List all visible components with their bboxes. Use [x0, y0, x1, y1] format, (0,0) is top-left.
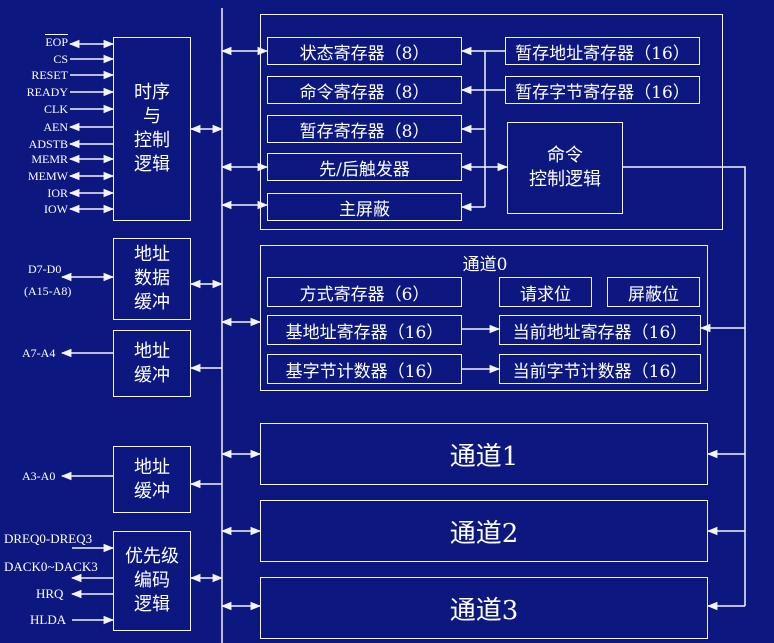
addr-buffer-b-label-2: 缓冲: [134, 480, 170, 502]
signal-ior: IOR: [47, 186, 68, 200]
base-address-register: 基地址寄存器（16）: [267, 315, 462, 345]
address-buffer-a3-a0: 地址 缓冲: [113, 446, 191, 513]
data-buffer-label-2: 数据: [134, 268, 170, 289]
timing-label-3: 控制: [134, 130, 170, 151]
signal-addr-high: (A15-A8): [24, 284, 72, 298]
command-control-logic: 命令 控制逻辑: [507, 122, 623, 214]
signal-ready: READY: [26, 85, 68, 99]
signal-addr-mid: A7-A4: [22, 346, 56, 360]
control-register-group: [260, 14, 723, 230]
timing-label-4: 逻辑: [134, 154, 170, 175]
base-count-register: 基字节计数器（16）: [267, 354, 462, 384]
signal-hrq: HRQ: [36, 586, 64, 601]
signal-hlda: HLDA: [30, 612, 67, 627]
channel-1-block: 通道1: [260, 423, 708, 485]
channel-2-block: 通道2: [260, 500, 708, 562]
signal-clk: CLK: [44, 102, 68, 116]
signal-data-bus: D7-D0: [28, 262, 62, 276]
cmd-ctrl-label-2: 控制逻辑: [529, 169, 601, 190]
data-buffer-label-3: 缓冲: [134, 292, 170, 313]
channel-3-block: 通道3: [260, 577, 708, 639]
cmd-ctrl-label-1: 命令: [547, 145, 583, 166]
status-register: 状态寄存器（8）: [267, 37, 462, 65]
address-data-buffer: 地址 数据 缓冲: [113, 238, 191, 320]
mode-register: 方式寄存器（6）: [267, 277, 462, 307]
priority-label-1: 优先级: [125, 546, 179, 567]
timing-label-2: 与: [143, 106, 161, 127]
priority-label-3: 逻辑: [134, 594, 170, 615]
addr-buffer-a-label-2: 缓冲: [134, 364, 170, 386]
timing-control-block: 时序 与 控制 逻辑: [113, 37, 191, 221]
current-address-register: 当前地址寄存器（16）: [499, 315, 701, 345]
signal-memw: MEMW: [28, 169, 68, 183]
priority-encoder-block: 优先级 编码 逻辑: [113, 531, 191, 631]
command-register: 命令寄存器（8）: [267, 76, 462, 104]
temporary-register: 暂存寄存器（8）: [267, 115, 462, 143]
signal-cs: CS: [53, 52, 68, 66]
channel-0-block: [260, 245, 708, 391]
temp-address-register: 暂存地址寄存器（16）: [505, 37, 700, 65]
priority-label-2: 编码: [134, 570, 170, 591]
address-buffer-a7-a4: 地址 缓冲: [113, 330, 191, 397]
signal-addr-low: A3-A0: [22, 469, 56, 483]
signal-memr: MEMR: [31, 152, 68, 166]
signal-aen: AEN: [43, 120, 68, 134]
timing-label-1: 时序: [134, 82, 170, 103]
data-buffer-label-1: 地址: [134, 244, 170, 265]
addr-buffer-b-label-1: 地址: [134, 456, 170, 478]
current-count-register: 当前字节计数器（16）: [499, 354, 701, 384]
first-last-flipflop: 先/后触发器: [267, 153, 462, 181]
signal-eop: EOP: [45, 34, 68, 49]
signal-iow: IOW: [44, 202, 68, 216]
mask-bit: 屏蔽位: [607, 277, 700, 307]
request-bit: 请求位: [499, 277, 592, 307]
addr-buffer-a-label-1: 地址: [134, 340, 170, 362]
signal-dreq: DREQ0-DREQ3: [4, 531, 93, 546]
channel-0-title: 通道0: [462, 254, 508, 275]
master-mask: 主屏蔽: [267, 193, 462, 221]
signal-reset: RESET: [31, 68, 68, 82]
temp-count-register: 暂存字节寄存器（16）: [505, 76, 700, 104]
signal-adstb: ADSTB: [28, 137, 68, 151]
signal-dack: DACK0~DACK3: [4, 559, 98, 574]
